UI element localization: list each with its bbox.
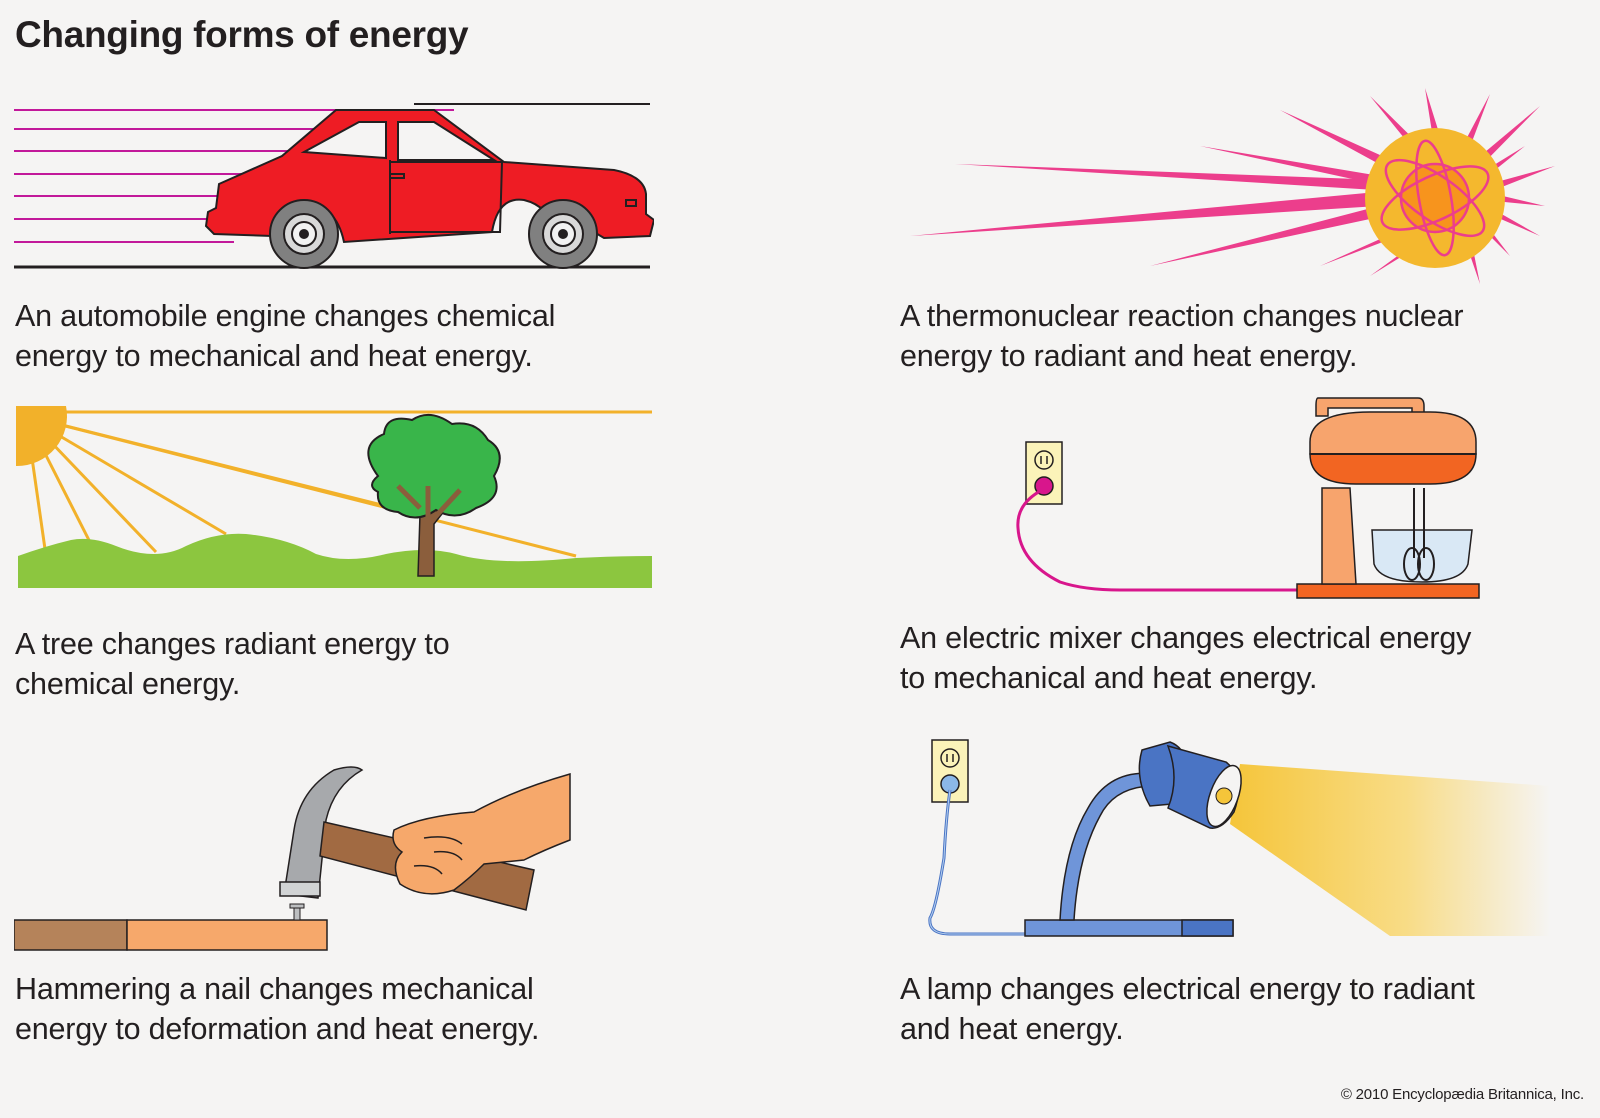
copyright-notice: © 2010 Encyclopædia Britannica, Inc. <box>1340 1086 1584 1103</box>
sun-icon <box>16 406 68 467</box>
hammer-caption: Hammering a nail changes mechanical ener… <box>15 972 540 1046</box>
lamp-illustration <box>928 739 1550 937</box>
automobile-illustration <box>14 103 654 269</box>
grass-hills <box>18 533 652 588</box>
thermonuclear-illustration <box>910 88 1555 284</box>
lamp-icon <box>1024 741 1242 937</box>
car-icon <box>204 109 654 269</box>
mixer-icon <box>1296 397 1480 599</box>
power-cord <box>1016 488 1300 592</box>
tree-illustration <box>16 406 652 588</box>
hammer-illustration <box>14 766 571 951</box>
tree-icon <box>367 413 501 577</box>
power-cord <box>929 789 1030 935</box>
nail-icon <box>289 903 305 921</box>
hand-icon <box>392 773 571 895</box>
light-beam <box>1230 764 1550 936</box>
atom-icon <box>1380 139 1490 257</box>
page-title: Changing forms of energy <box>15 14 469 55</box>
wood-board <box>14 919 328 951</box>
automobile-caption: An automobile engine changes chemical en… <box>15 299 556 373</box>
wall-outlet-icon <box>1025 441 1063 505</box>
lamp-caption: A lamp changes electrical energy to radi… <box>900 972 1475 1046</box>
tree-caption: A tree changes radiant energy to chemica… <box>15 627 450 701</box>
mixer-caption: An electric mixer changes electrical ene… <box>900 621 1472 695</box>
thermonuclear-caption: A thermonuclear reaction changes nuclear… <box>900 299 1464 373</box>
power-cord <box>928 789 1030 936</box>
mixer-illustration <box>1016 397 1480 599</box>
